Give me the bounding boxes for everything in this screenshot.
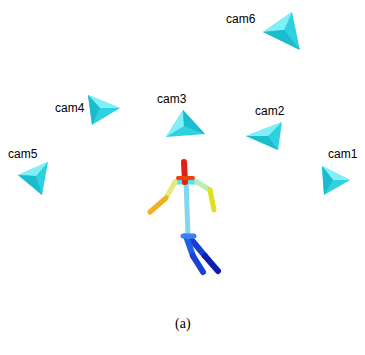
camera-pyramid [166,110,205,137]
camera-pyramid [18,162,48,195]
camera-pyramid [263,12,300,50]
camera-label: cam6 [226,12,255,26]
camera-label: cam3 [157,92,186,106]
camera-label: cam2 [255,104,284,118]
figure-caption: (a) [175,317,191,331]
camera-pyramid [246,122,282,150]
skeleton-figure [150,162,218,272]
camera-pyramid [322,166,350,195]
camera-pyramid [88,95,120,125]
camera-label: cam1 [328,147,357,161]
camera-label: cam5 [8,147,37,161]
camera-label: cam4 [55,101,84,115]
